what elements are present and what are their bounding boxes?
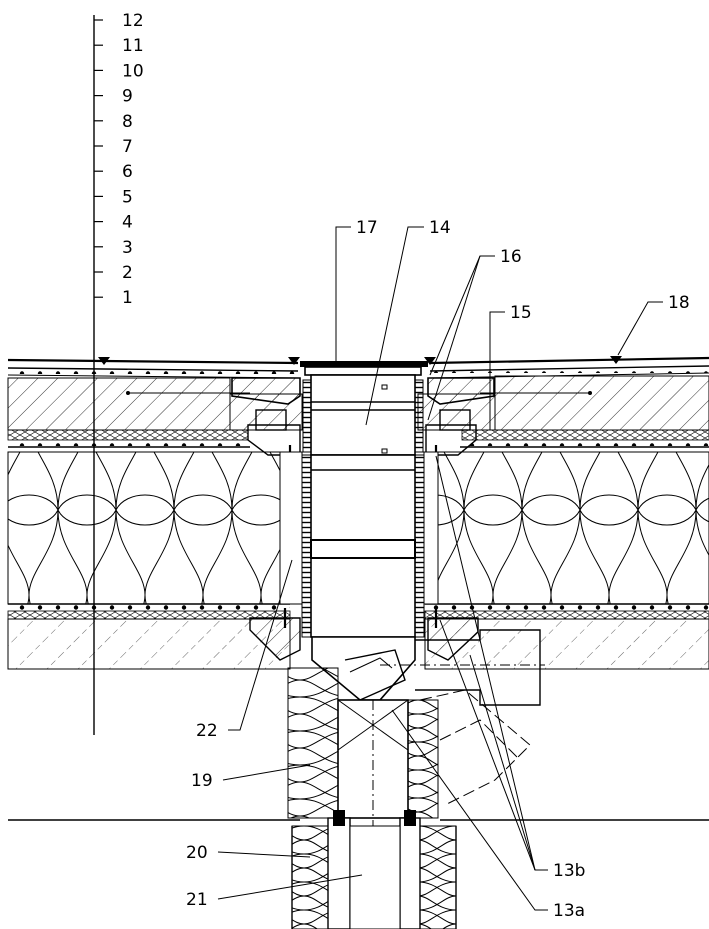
scale-level-label: 10	[122, 61, 144, 81]
lower-clamp-left	[249, 617, 301, 661]
scale-level-label: 7	[122, 137, 133, 157]
label-13a: 13a	[553, 901, 585, 921]
label-18: 18	[668, 293, 690, 313]
roof-layers	[7, 356, 709, 821]
drain-extension-body	[310, 454, 416, 638]
scale-level-label: 11	[122, 36, 144, 56]
leader-lines	[217, 226, 663, 911]
scale-level-label: 3	[122, 238, 133, 258]
scale-level-label: 1	[122, 288, 133, 308]
lower-clamp-right	[427, 617, 479, 661]
downpipe-assembly	[287, 667, 457, 929]
upper-slab-left	[7, 377, 231, 431]
downpipe	[337, 699, 409, 819]
label-15: 15	[510, 303, 532, 323]
label-20: 20	[186, 843, 208, 863]
label-17: 17	[356, 218, 378, 238]
thermal-insulation-left	[7, 451, 281, 605]
scale-level-label: 9	[122, 87, 133, 107]
drain-upper-tube	[310, 374, 416, 456]
wall-insulation-left	[287, 667, 339, 819]
clamp-ring-right	[425, 424, 477, 456]
roof-surface-right	[429, 356, 709, 365]
scale-level-label: 5	[122, 187, 133, 207]
label-19: 19	[191, 771, 213, 791]
lower-slab-left	[7, 618, 291, 670]
level-markers	[98, 356, 622, 365]
drain-grate	[300, 361, 428, 367]
scale-level-label: 6	[122, 162, 133, 182]
roof-surface-left	[7, 358, 299, 365]
callout-labels: 17 14 16 15 18 22 19 20 21 13b 13a	[186, 218, 690, 921]
label-14: 14	[429, 218, 451, 238]
scale-level-label: 8	[122, 112, 133, 132]
label-13b: 13b	[553, 861, 585, 881]
wall-insulation-lower-right	[419, 825, 457, 929]
label-16: 16	[500, 247, 522, 267]
roof-drain	[231, 361, 545, 806]
wall-insulation-lower-left	[291, 825, 329, 929]
upper-slab-right	[494, 375, 709, 431]
scale-level-label: 4	[122, 213, 133, 233]
label-22: 22	[196, 721, 218, 741]
upper-flange-right	[427, 377, 495, 405]
upper-flange-left	[231, 377, 301, 405]
label-21: 21	[186, 890, 208, 910]
scale-level-label: 12	[122, 11, 144, 31]
scale-level-label: 2	[122, 263, 133, 283]
thermal-insulation-right	[437, 451, 709, 605]
